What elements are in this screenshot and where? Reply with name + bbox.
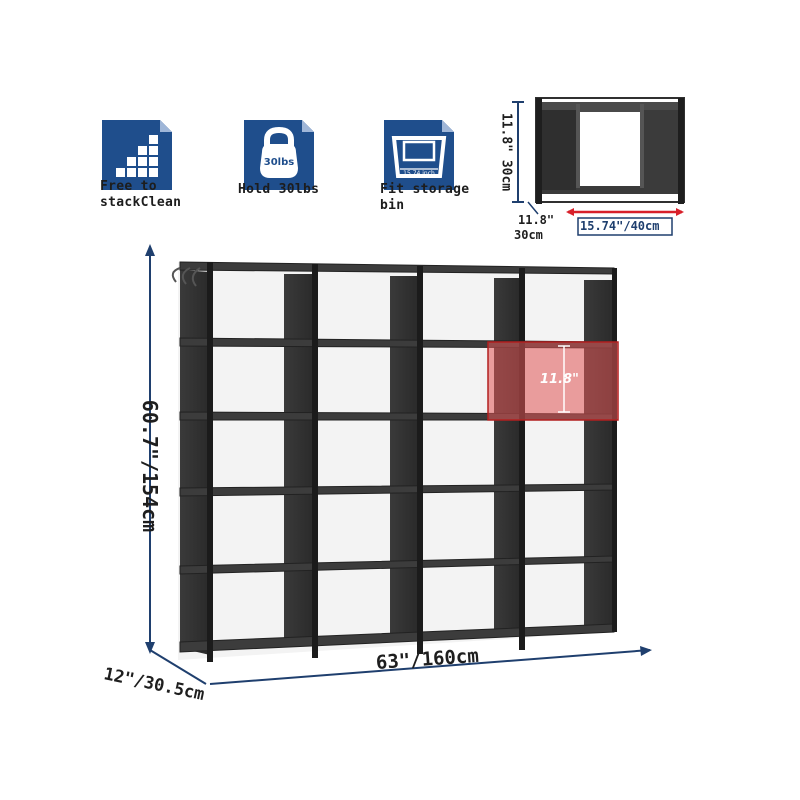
shelf-height-label: 60.7"/154cm bbox=[138, 399, 162, 533]
feature-label-bin: Fit storage bin bbox=[380, 182, 470, 213]
stack-icon bbox=[98, 116, 176, 194]
kettlebell-icon: 30lbs bbox=[240, 116, 318, 194]
feature-label-stack: Free to stackClean bbox=[100, 179, 182, 210]
weight-badge: 30lbs bbox=[264, 157, 295, 168]
bin-badge: 15.74 inch bbox=[403, 170, 435, 177]
cube-depth-inch: 11.8" bbox=[518, 213, 555, 227]
cube-depth-cm: 30cm bbox=[514, 228, 543, 242]
cube-highlight-label: 11.8" bbox=[540, 372, 579, 387]
storage-bin-icon: 15.74 inch bbox=[380, 116, 458, 194]
feature-label-weight: Hold 30lbs bbox=[238, 182, 320, 197]
cube-width-label: 15.74"/40cm bbox=[580, 219, 660, 233]
